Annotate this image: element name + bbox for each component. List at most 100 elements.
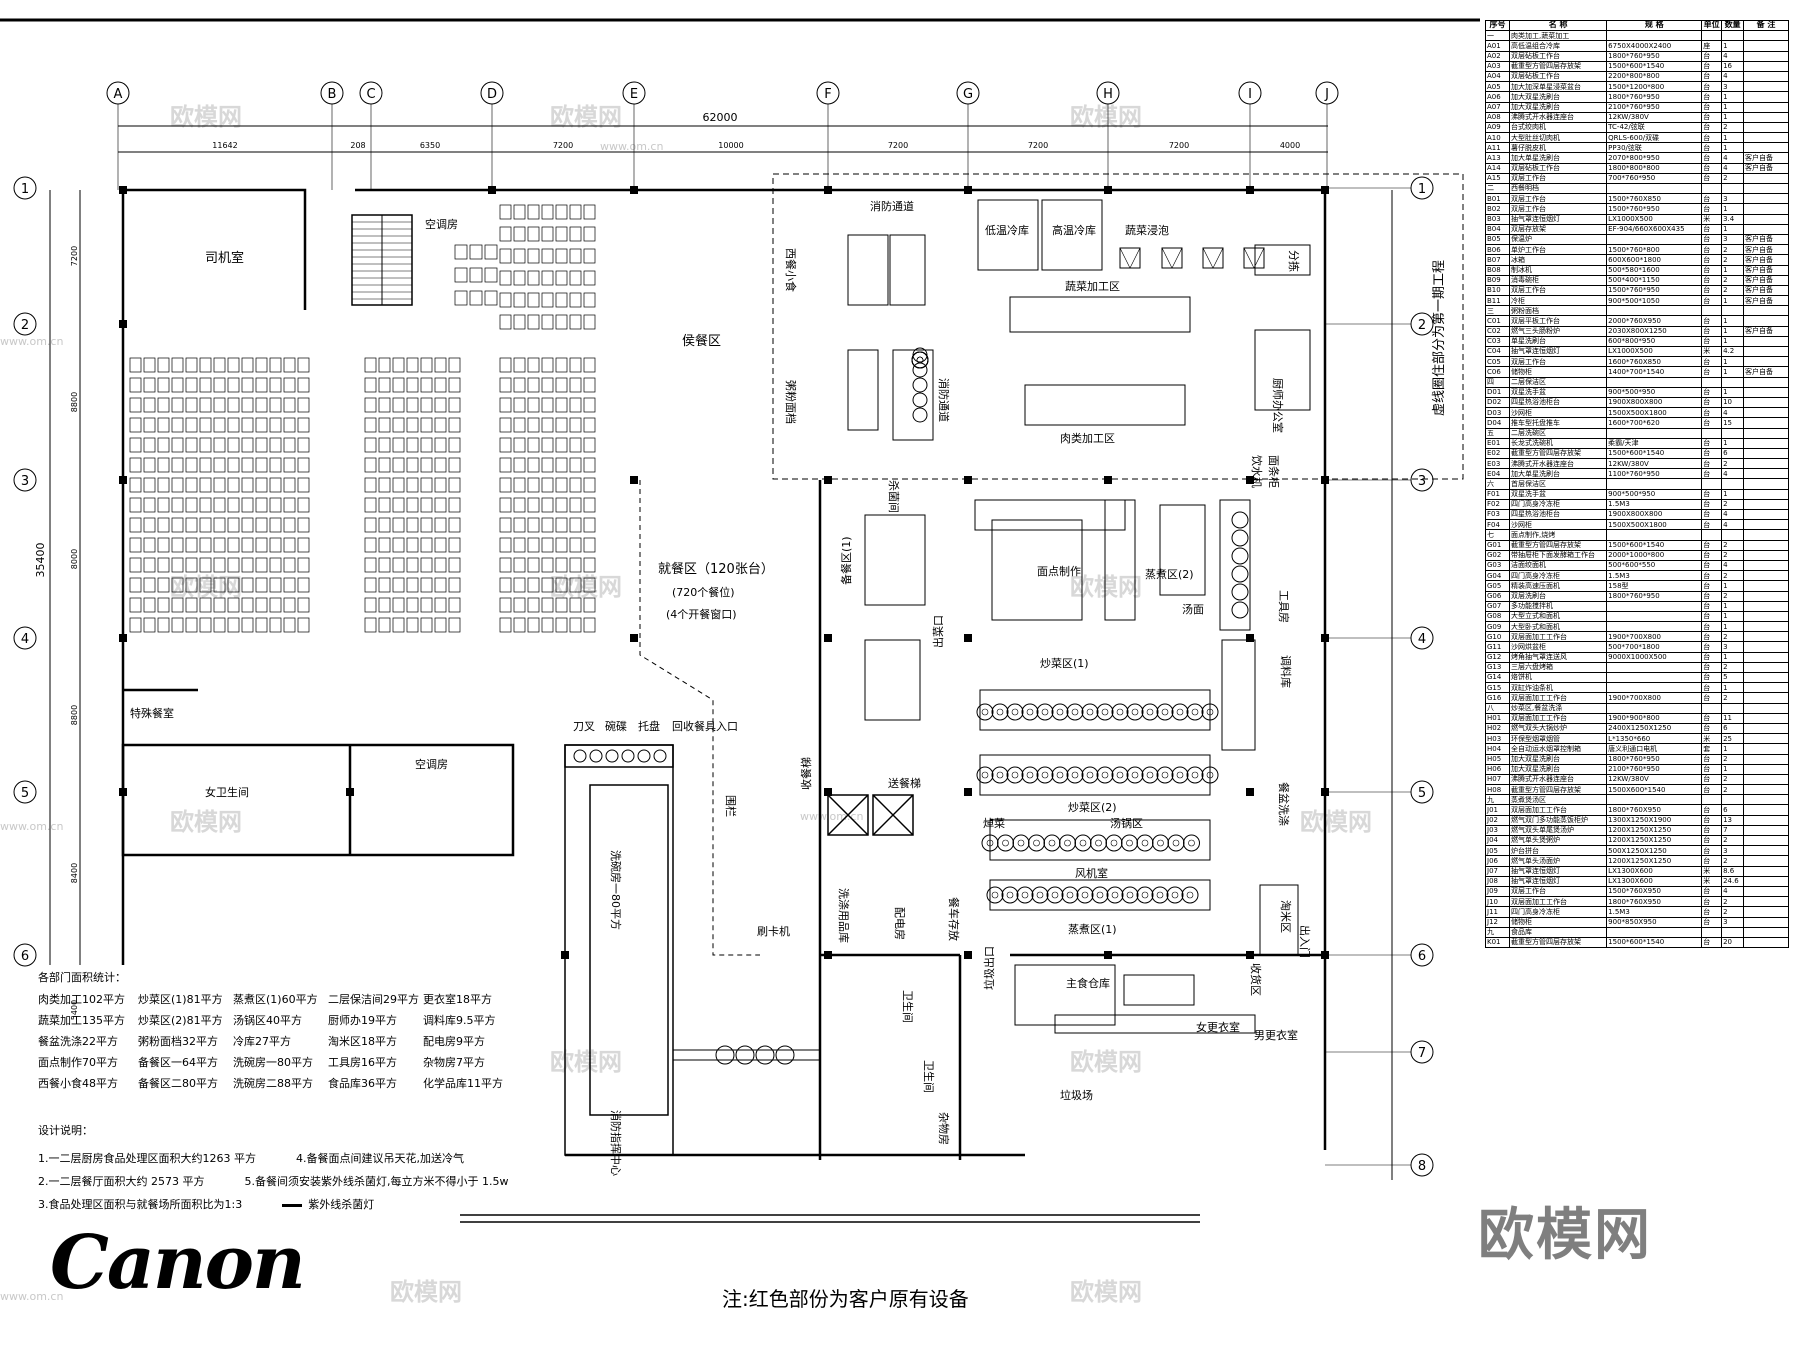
- equipment-19: [979, 754, 1211, 796]
- table-cell: 双层工作台: [1509, 885, 1608, 898]
- table-cell: 台: [1701, 70, 1723, 83]
- column-30: [964, 951, 972, 959]
- table-block-left: [241, 377, 254, 393]
- table-cell: [1743, 427, 1789, 439]
- table-block-mid: [378, 477, 391, 493]
- table-block-left: [157, 577, 170, 593]
- room-veg-soak: 蔬菜浸泡: [1125, 223, 1169, 237]
- table-cell: 1: [1721, 142, 1745, 154]
- equipment-17: [864, 639, 921, 721]
- room-entry-door: 出入门: [1298, 925, 1312, 958]
- table-block-right: [513, 597, 526, 613]
- table-cell: 台: [1701, 814, 1723, 826]
- table-block-right: [513, 577, 526, 593]
- table-cell: 台: [1701, 682, 1723, 694]
- room-plate-wash: 餐盆洗涤: [1277, 782, 1291, 826]
- label-bowl: 碗碟: [605, 719, 627, 733]
- table-block-mid: [434, 597, 447, 613]
- table-cell: 台: [1701, 896, 1723, 908]
- table-cell: G15: [1484, 682, 1511, 694]
- table-cell: L*1350*660: [1606, 733, 1703, 745]
- dish-return-circles: [573, 749, 667, 763]
- burner-row-1: [1186, 703, 1204, 721]
- top-dim-7: 7200: [1169, 141, 1189, 150]
- table-cell: 储物柜: [1509, 916, 1608, 928]
- table-block-left: [185, 357, 198, 373]
- table-cell: 截重型方管四层存放架: [1509, 447, 1608, 460]
- table-cell: 洁面绞面机: [1509, 559, 1608, 572]
- table-cell: [1743, 101, 1789, 113]
- column-17: [630, 634, 638, 642]
- table-cell: C03: [1484, 335, 1511, 348]
- room-garbage-out: 垃圾出口: [982, 946, 996, 990]
- table-cell: 1900X800X800: [1606, 508, 1703, 521]
- table-cell: 1: [1721, 111, 1745, 123]
- table-cell: 燃气双头大锅炒炉: [1509, 722, 1608, 735]
- room-fire-center: 消防指挥中心: [609, 1110, 623, 1176]
- room-steam1: 蒸煮区(2): [1145, 568, 1194, 581]
- table-block-right: [513, 457, 526, 473]
- table-cell: 1.5M3: [1606, 906, 1703, 918]
- table-block-left: [213, 537, 226, 553]
- table-cell: 1400*700*1540: [1606, 366, 1703, 378]
- room-special-dining: 特殊餐室: [130, 706, 174, 720]
- table-block-left: [213, 597, 226, 613]
- table-cell: LX1300X600: [1606, 865, 1703, 877]
- watermark-url-3: www.om.cn: [0, 820, 63, 833]
- table-block-right-top: [513, 248, 526, 264]
- table-block-right-top: [527, 270, 540, 286]
- label-return-entry: 回收餐具入口: [672, 719, 738, 733]
- table-block-left: [297, 477, 310, 493]
- table-cell: 客户自备: [1743, 162, 1789, 174]
- column-24: [824, 788, 832, 796]
- table-block-left: [269, 497, 282, 513]
- area-statistics: 各部门面积统计： 肉类加工102平方炒菜区(1)81平方蒸煮区(1)60平方二层…: [38, 969, 503, 1091]
- table-block-left: [171, 617, 184, 633]
- table-cell: [1743, 824, 1789, 837]
- table-block-left: [241, 517, 254, 533]
- column-8: [119, 320, 127, 328]
- table-cell: 台: [1701, 916, 1723, 928]
- table-cell: 台: [1701, 712, 1723, 724]
- table-cell: 台: [1701, 203, 1723, 215]
- table-cell: 台: [1701, 753, 1723, 765]
- room-wc2: 卫生间: [922, 1060, 936, 1093]
- table-block-mid: [392, 477, 405, 493]
- table-cell: 1600*700*620: [1606, 417, 1703, 429]
- table-cell: PP30/弦联: [1606, 142, 1703, 154]
- table-block-mid: [364, 557, 377, 573]
- table-block-right-top: [583, 248, 596, 264]
- column-2: [630, 186, 638, 194]
- table-cell: 1500*1200*800: [1606, 81, 1703, 93]
- table-cell: 4: [1721, 508, 1745, 521]
- table-block-left: [185, 577, 198, 593]
- table-cell: 1: [1721, 40, 1745, 52]
- table-block-left: [255, 377, 268, 393]
- equipment-22: [1014, 964, 1116, 1026]
- axis-bubble-left-4: [13, 626, 37, 650]
- table-block-small: [484, 244, 498, 260]
- table-block-right: [555, 497, 568, 513]
- table-cell: 台: [1701, 519, 1723, 531]
- equipment-4: [977, 199, 1039, 271]
- return-slot: [653, 749, 667, 763]
- table-cell: [1743, 600, 1789, 612]
- table-cell: H08: [1484, 784, 1511, 796]
- table-block-left: [185, 477, 198, 493]
- table-block-left: [283, 377, 296, 393]
- table-cell: [1743, 508, 1789, 521]
- table-cell: 1: [1721, 437, 1745, 449]
- table-cell: 燃气双门多功能蒸饭柜炉: [1509, 814, 1608, 826]
- equipment-6: [1009, 296, 1191, 333]
- table-cell: 3: [1721, 81, 1745, 93]
- table-block-right: [527, 357, 540, 373]
- table-cell: [1743, 91, 1789, 103]
- table-block-right-top: [555, 314, 568, 330]
- burner-row-4: [1181, 886, 1199, 904]
- table-block-left: [171, 477, 184, 493]
- table-cell: 台: [1701, 101, 1723, 113]
- table-block-left: [297, 357, 310, 373]
